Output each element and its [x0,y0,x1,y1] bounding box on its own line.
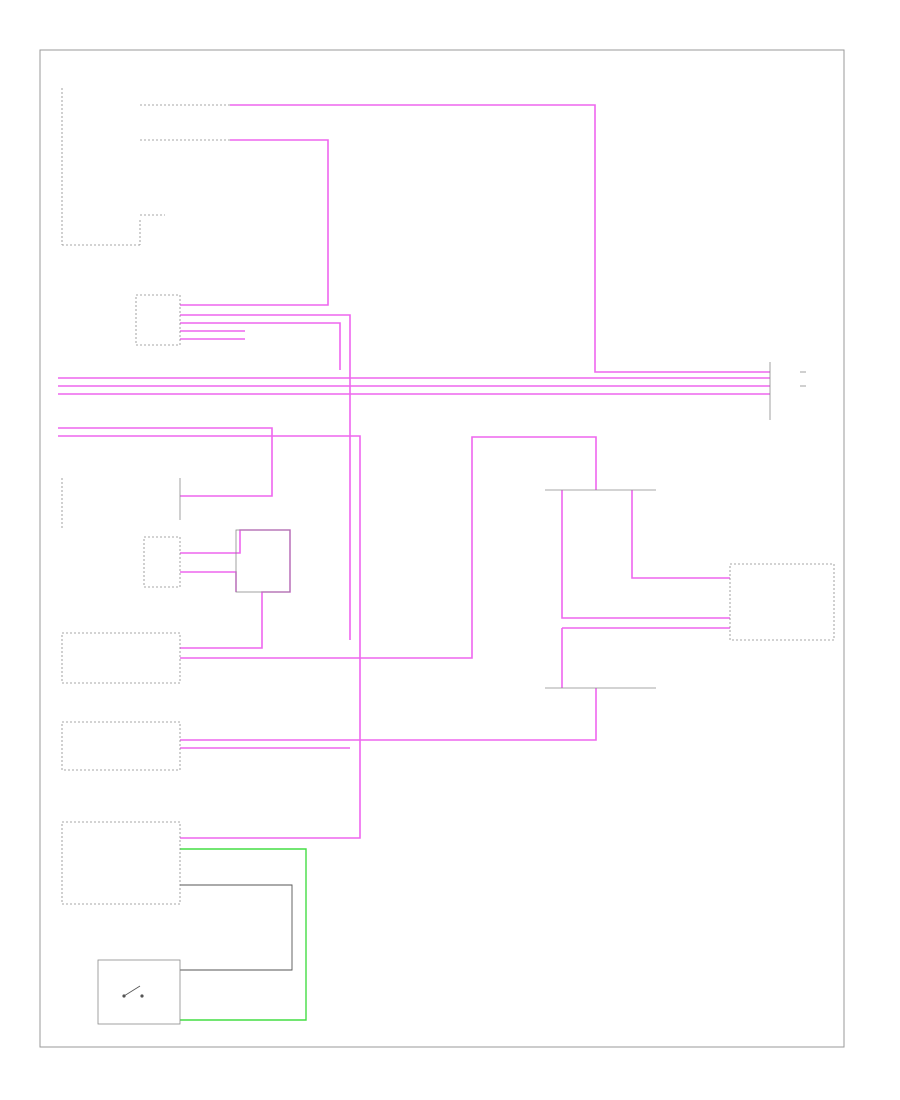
body-control-module [729,563,835,641]
instrument-cluster [61,88,230,246]
radio-splice-box [235,529,291,593]
wire-door-switch-green [180,848,307,1021]
wire-link-b [180,322,341,370]
wire-radio-4 [180,571,237,592]
wire-hvac-1 [180,436,597,659]
front-transceiver [61,821,181,905]
door-jam-switch [97,959,181,1025]
wire-ebcm-1 [180,688,597,741]
wire-radio-3 [180,529,291,649]
bcm-splice-pack [545,489,656,689]
wire-door-switch-dark [180,884,293,971]
hvac-control [61,632,181,684]
ebcm [61,721,181,771]
data-link-connector [769,362,806,420]
wire-radio-2 [58,435,361,839]
wire-splice-left [561,490,730,619]
connector-block-mid [135,294,181,346]
wire-splice-right [631,490,730,579]
wire-link-a [180,314,351,640]
diagram-frame [39,49,845,1048]
wire-cluster-2 [180,139,329,306]
radio [61,478,291,593]
wire-cluster-to-dlc [230,104,770,373]
wire-radio-1 [58,427,273,497]
